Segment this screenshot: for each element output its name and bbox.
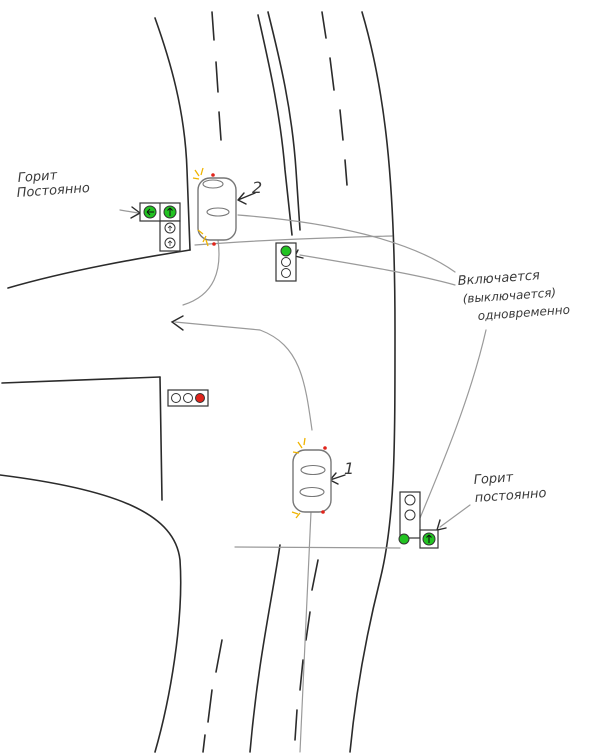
bottom-label-arrow-head bbox=[435, 519, 447, 531]
arrow-to-mid-light bbox=[299, 254, 456, 286]
label-bottom-right-2: постоянно bbox=[474, 486, 547, 506]
turn-arrow-head bbox=[170, 315, 184, 331]
traffic-light-side-street bbox=[167, 389, 209, 407]
lower-dashed-lane-right bbox=[294, 559, 319, 741]
lower-left-lane-line bbox=[249, 544, 281, 753]
green-light-icon bbox=[280, 245, 292, 257]
top-arrow-line bbox=[119, 209, 139, 214]
car-1 bbox=[291, 437, 332, 519]
label-leader-lower bbox=[414, 329, 487, 531]
car-1-blinker-icon bbox=[291, 437, 306, 519]
traffic-light-top-center bbox=[275, 242, 297, 282]
car-2-number: 2 bbox=[252, 178, 262, 197]
car1-turn-path bbox=[174, 321, 313, 431]
label-right-1: Включается bbox=[457, 268, 540, 289]
pencil-lines bbox=[119, 209, 487, 753]
green-light-icon bbox=[398, 533, 410, 545]
side-street-lower-edge bbox=[0, 474, 182, 753]
car-1-number: 1 bbox=[344, 459, 354, 478]
left-dashed-lane bbox=[211, 11, 222, 141]
right-dashed-lane bbox=[321, 11, 348, 186]
red-light-icon bbox=[195, 393, 205, 403]
side-street-corner-vertical bbox=[159, 376, 163, 501]
car2-turn-path bbox=[182, 239, 220, 306]
lane-markings bbox=[202, 11, 348, 753]
bottom-stop-line bbox=[234, 546, 401, 549]
left-road-edge-top bbox=[154, 17, 191, 251]
arrow-to-top-light bbox=[237, 214, 456, 273]
lower-dashed-lane-left bbox=[202, 639, 223, 753]
centre-solid-line-b bbox=[267, 11, 301, 231]
traffic-light-bottom-right bbox=[398, 491, 439, 549]
traffic-light-top-left bbox=[139, 202, 181, 252]
car2-label-arrow bbox=[237, 192, 256, 205]
right-road-edge bbox=[349, 11, 396, 753]
car-2-blinker-icon bbox=[192, 167, 209, 247]
car1-straight-path bbox=[299, 489, 313, 753]
car-1-body bbox=[292, 449, 332, 513]
car1-label-arrow bbox=[329, 472, 346, 485]
bottom-arrow-line bbox=[439, 504, 471, 528]
label-right-2: (выключается) bbox=[462, 286, 556, 306]
car-2 bbox=[192, 167, 237, 247]
label-right-3: одновременно bbox=[477, 303, 570, 323]
centre-solid-line-a bbox=[257, 14, 293, 236]
label-top-left-1: Горит bbox=[17, 168, 58, 186]
label-bottom-right-1: Горит bbox=[473, 470, 514, 488]
label-top-left-2: Постоянно bbox=[16, 181, 90, 201]
car-2-body bbox=[197, 177, 237, 241]
side-street-lower-edge-top bbox=[1, 376, 161, 384]
side-street-upper-edge bbox=[7, 249, 191, 289]
road-edges bbox=[0, 11, 396, 753]
